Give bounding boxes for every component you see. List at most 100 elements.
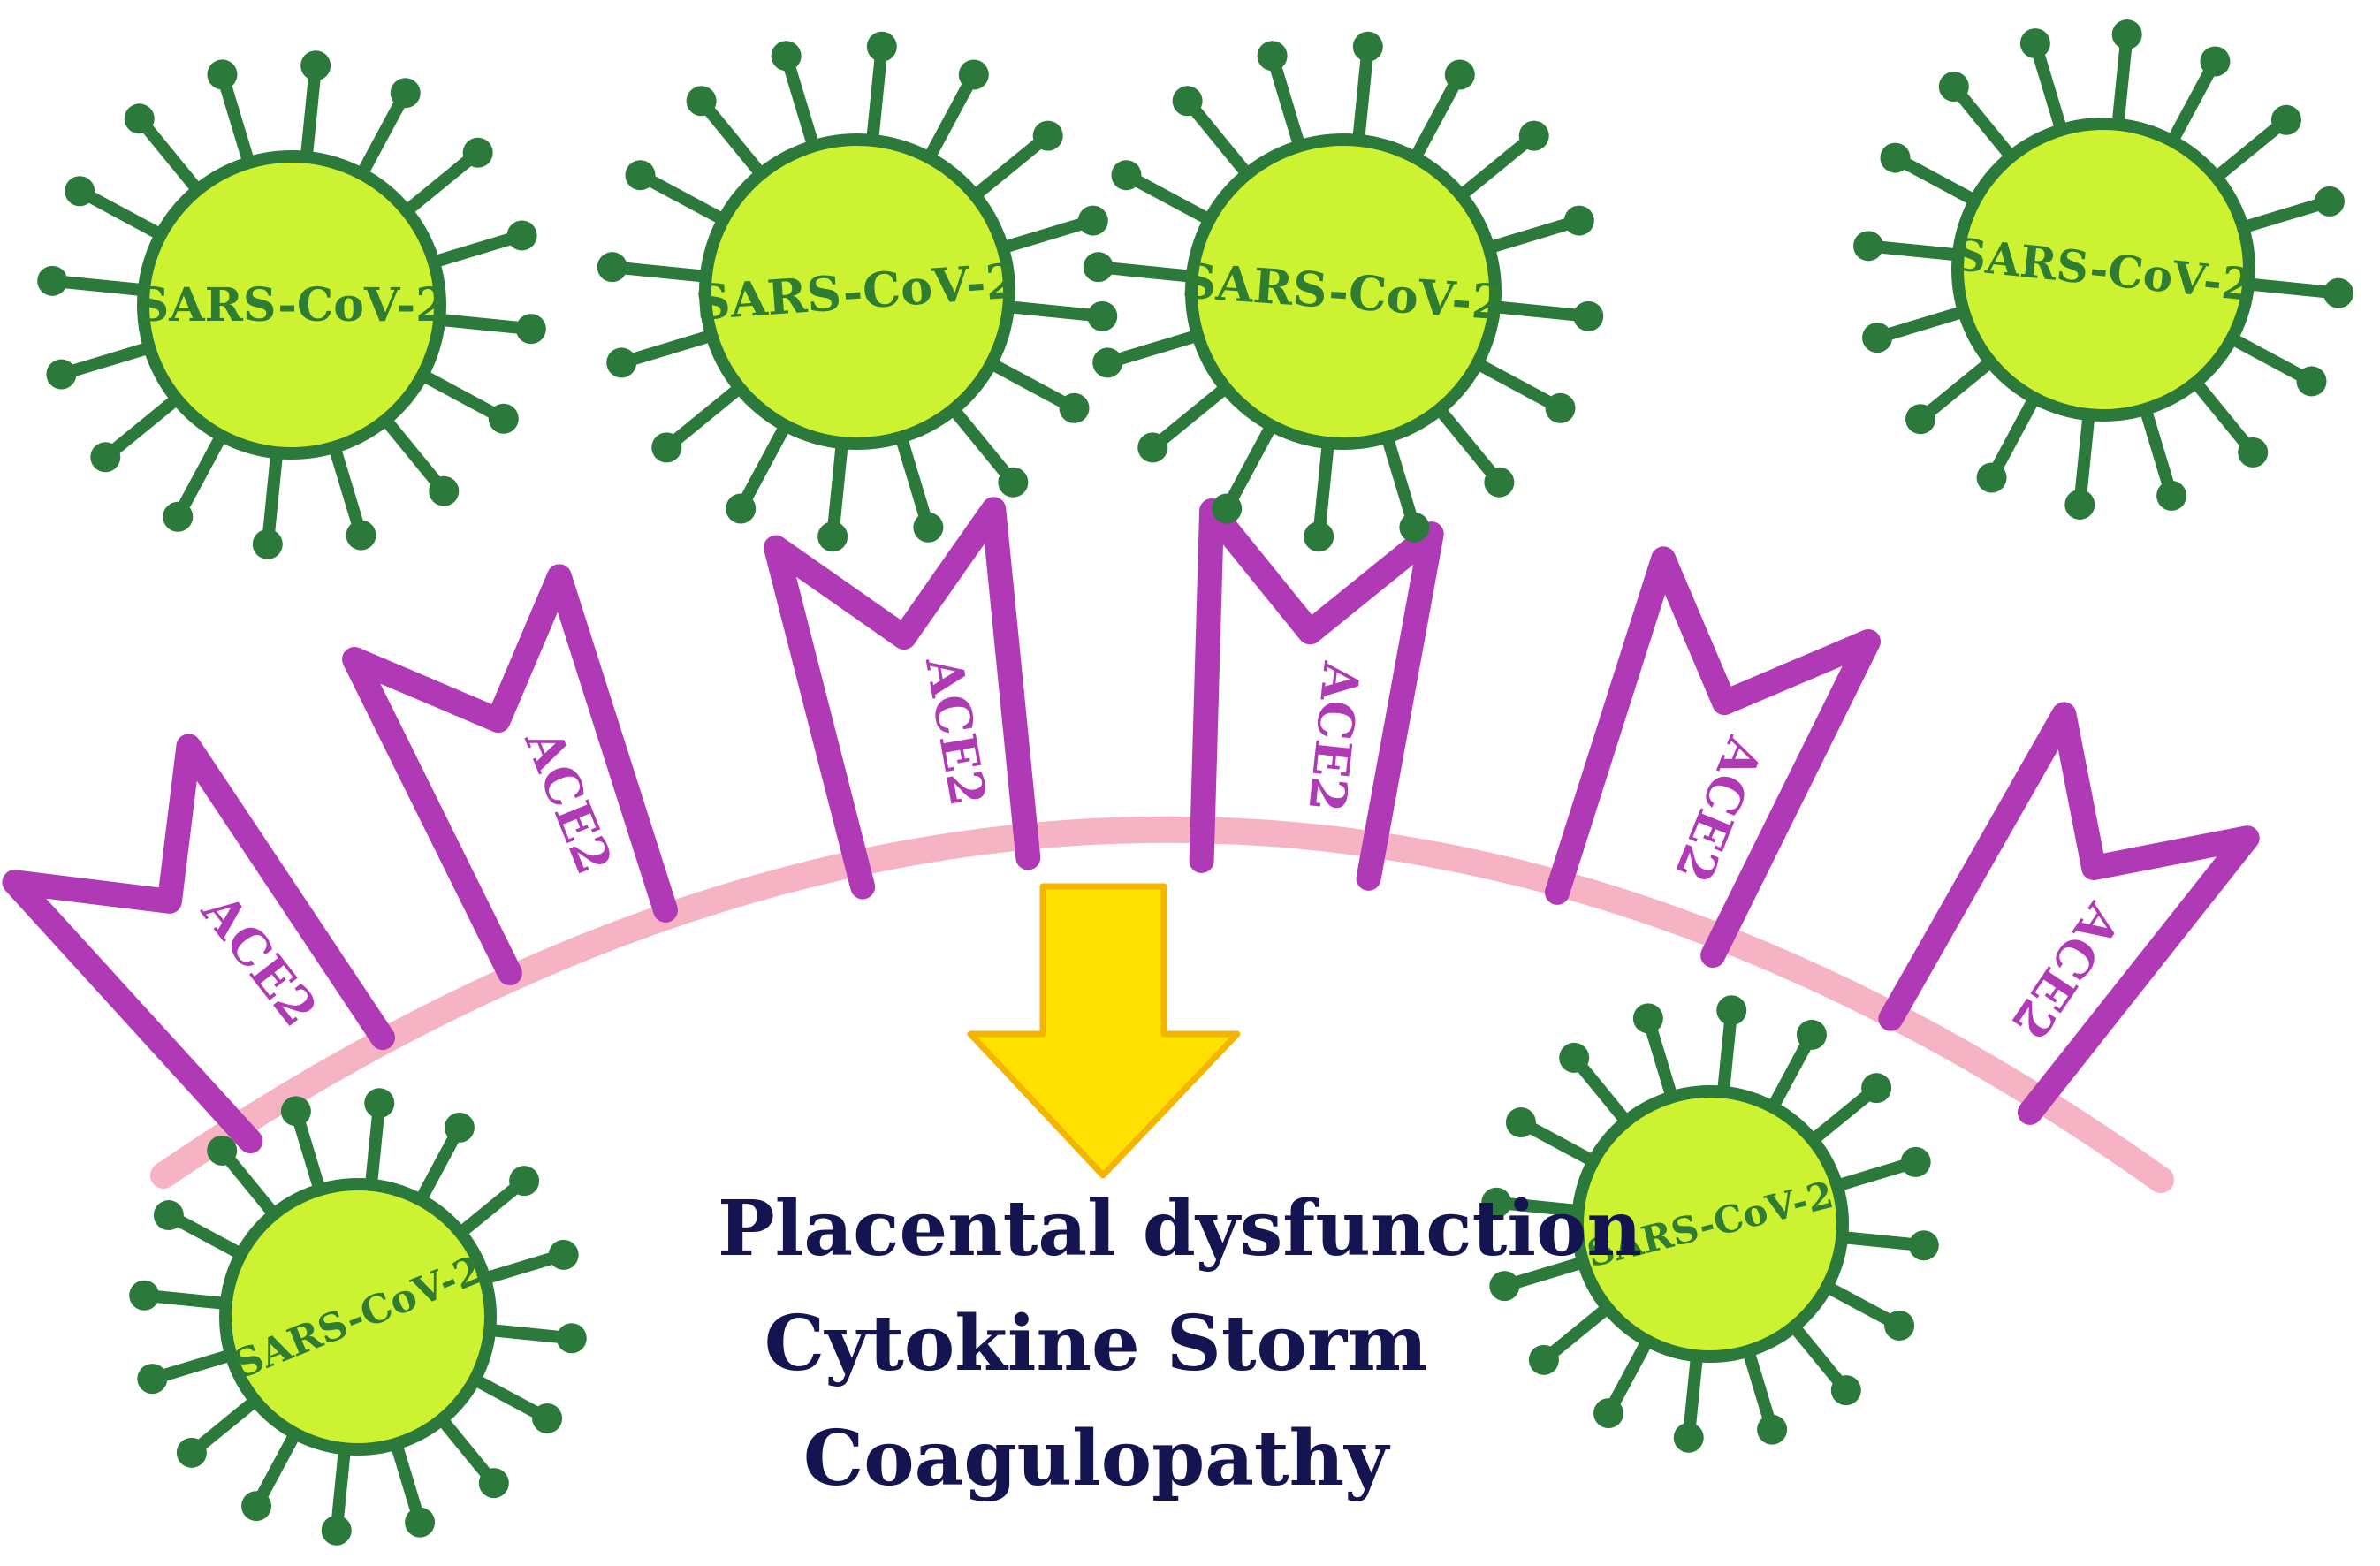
spike-tip: [1032, 120, 1063, 151]
spike-tip: [1399, 512, 1430, 543]
spike-protein: [923, 68, 980, 164]
spike-tip: [509, 1166, 540, 1197]
ace2-receptor-1: ACE2: [2, 734, 395, 1154]
spike-tip: [2314, 186, 2345, 217]
spike-tip: [137, 1364, 168, 1395]
spike-protein: [1101, 329, 1205, 369]
spike-tip: [300, 50, 331, 81]
spike-tip: [478, 1468, 509, 1499]
spike-protein: [300, 59, 323, 163]
ace2-receptor-shape: [1189, 498, 1444, 891]
spike-protein: [2189, 376, 2260, 459]
spike-tip: [2156, 480, 2187, 511]
spike-protein: [2209, 113, 2293, 184]
spike-protein: [1146, 381, 1232, 454]
spike-protein: [866, 40, 888, 147]
spike-protein: [433, 313, 537, 336]
spike-protein: [1482, 214, 1585, 255]
spike-tip: [1563, 205, 1594, 236]
spike-tip: [1481, 1187, 1512, 1218]
spike-protein: [1455, 129, 1540, 202]
spike-tip: [405, 1507, 436, 1538]
spike-tip: [1908, 1230, 1939, 1261]
spike-protein: [734, 419, 792, 515]
spike-tip: [2019, 28, 2050, 59]
spike-tip: [515, 314, 546, 345]
spike-tip: [1212, 493, 1243, 524]
spike-protein: [1409, 68, 1466, 164]
spike-protein: [1947, 80, 2018, 163]
spike-tip: [1861, 1073, 1892, 1104]
spike-tip: [866, 31, 897, 62]
spike-protein: [695, 95, 768, 180]
spike-tip: [958, 59, 989, 90]
spike-protein: [2242, 277, 2345, 300]
spike-tip: [1172, 86, 1203, 117]
spike-tip: [597, 252, 627, 283]
spike-protein: [996, 214, 1099, 255]
spike-tip: [1573, 300, 1604, 331]
spike-tip: [651, 432, 682, 463]
virus-label: SARS-CoV-2: [136, 278, 448, 332]
spike-tip: [1862, 323, 1893, 353]
spike-tip: [207, 1135, 238, 1166]
spike-protein: [2073, 408, 2095, 511]
spike-tip: [1905, 404, 1936, 435]
spike-protein: [947, 403, 1020, 489]
sars-cov-2-virus-3: SARS-CoV-2: [1083, 31, 1604, 552]
outcome-coagulopathy: Coagulopathy: [803, 1414, 1391, 1503]
spike-tip: [2200, 46, 2231, 77]
spike-tip: [1528, 1344, 1559, 1375]
spike-tip: [2270, 104, 2301, 135]
ace2-receptor-shape: [2, 734, 395, 1154]
spike-tip: [129, 1280, 160, 1311]
ace2-receptor-shape: [342, 564, 679, 986]
spike-protein: [1220, 419, 1278, 515]
spike-tip: [2064, 489, 2095, 520]
spike-protein: [46, 274, 150, 297]
spike-tip: [1830, 1375, 1861, 1406]
spike-tip: [817, 521, 848, 552]
spike-protein: [634, 169, 730, 226]
spike-protein: [2225, 332, 2318, 388]
spike-tip: [1077, 205, 1108, 236]
spike-protein: [660, 381, 746, 454]
spike-tip: [913, 512, 944, 543]
spike-tip: [1518, 120, 1549, 151]
spike-tip: [686, 86, 717, 117]
spike-tip: [1938, 72, 1969, 103]
spike-tip: [153, 1200, 184, 1231]
spike-protein: [355, 87, 412, 180]
spike-tip: [726, 493, 757, 524]
spike-tip: [1853, 231, 1884, 262]
spike-tip: [429, 475, 460, 506]
spike-protein: [605, 261, 712, 283]
spike-tip: [2296, 366, 2327, 397]
spike-protein: [2111, 28, 2133, 131]
spike-protein: [985, 357, 1081, 414]
sars-cov-2-virus-2: SARS-CoV-2: [597, 31, 1118, 552]
ace2-label: ACE2: [914, 651, 998, 810]
spike-protein: [55, 341, 156, 381]
spike-tip: [771, 41, 802, 72]
spike-protein: [328, 440, 368, 542]
spike-protein: [1862, 239, 1965, 262]
virus-body: [1185, 133, 1502, 450]
spike-tip: [364, 1088, 395, 1119]
spike-tip: [1489, 1271, 1520, 1302]
spike-protein: [99, 392, 183, 464]
spike-tip: [1880, 142, 1911, 173]
spike-protein: [894, 430, 935, 534]
spike-tip: [1796, 1019, 1827, 1050]
sars-cov-2-virus-4: SARS-CoV-2: [1853, 19, 2353, 520]
spike-tip: [390, 78, 421, 109]
spike-protein: [1181, 95, 1254, 180]
spike-tip: [280, 1096, 311, 1127]
spike-protein: [400, 146, 484, 217]
spike-tip: [1484, 467, 1515, 498]
spike-tip: [1083, 252, 1114, 283]
spike-tip: [176, 1437, 207, 1468]
spike-tip: [321, 1515, 352, 1546]
spike-protein: [133, 112, 204, 196]
